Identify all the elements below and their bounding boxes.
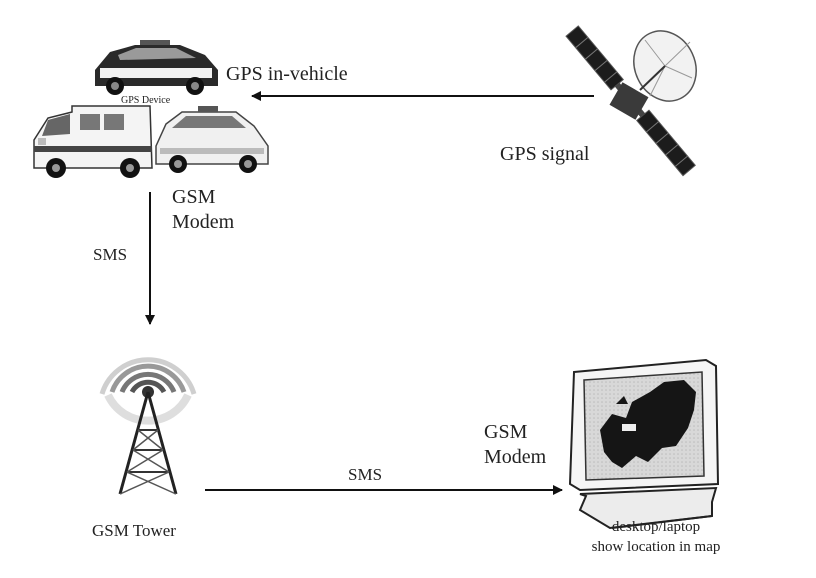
label-gsm-modem-top-1: GSM <box>172 186 215 209</box>
ambulance-icon <box>34 106 152 178</box>
gsm-tower-icon <box>102 360 194 494</box>
taxi-car-icon <box>156 106 268 173</box>
label-gps-signal: GPS signal <box>500 143 589 166</box>
label-gsm-modem-bottom-2: Modem <box>484 446 546 469</box>
label-sms-vertical: SMS <box>93 245 127 265</box>
monitor-map-icon <box>570 360 718 528</box>
label-desktop-laptop: desktop/laptop <box>566 519 746 536</box>
label-gsm-tower: GSM Tower <box>92 521 176 541</box>
label-show-location: show location in map <box>566 539 746 556</box>
police-car-icon <box>95 40 218 95</box>
label-gsm-modem-top-2: Modem <box>172 211 234 234</box>
label-gsm-modem-bottom-1: GSM <box>484 421 527 444</box>
label-sms-horizontal: SMS <box>348 465 382 485</box>
label-gps-in-vehicle: GPS in-vehicle <box>226 63 348 86</box>
label-gps-device: GPS Device <box>121 95 170 107</box>
